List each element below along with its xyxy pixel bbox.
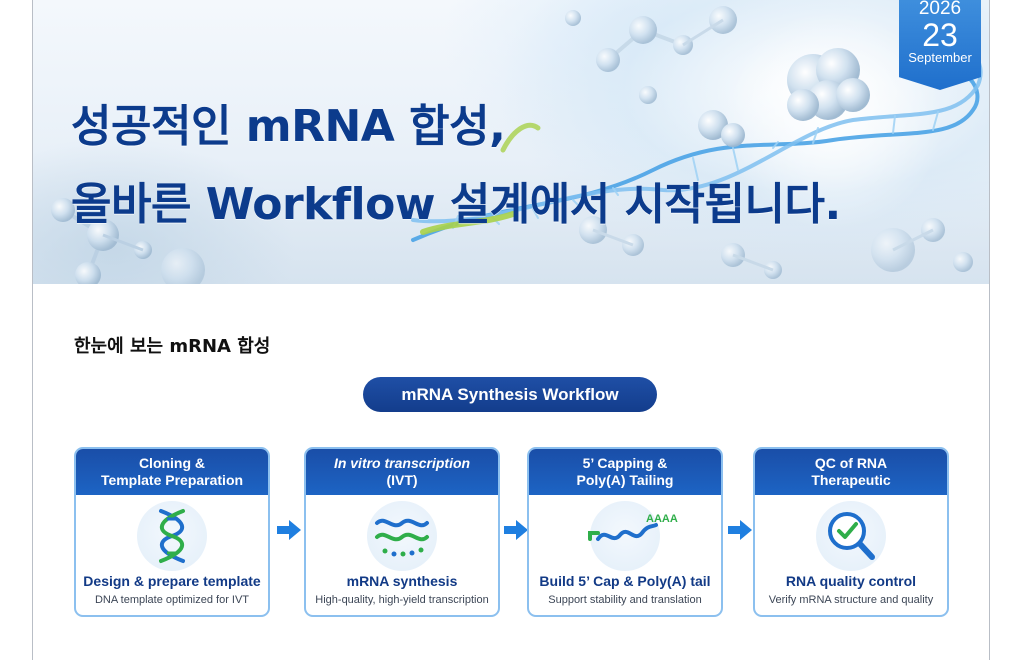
mrna-strands-icon: [367, 501, 437, 571]
step-title: RNA quality control: [785, 573, 917, 589]
step-subtitle: Support stability and translation: [548, 594, 702, 606]
step-header-line1: Cloning &: [138, 455, 206, 471]
hero-banner: 성공적인 mRNA 합성, 올바른 Workflow 설계에서 시작됩니다. 2…: [33, 0, 989, 284]
step-card-cloning: Cloning & Template Preparation Design & …: [74, 447, 270, 617]
section-title: 한눈에 보는 mRNA 합성: [74, 336, 271, 357]
hero-title: 성공적인 mRNA 합성, 올바른 Workflow 설계에서 시작됩니다.: [71, 88, 841, 244]
step-card-header: 5’ Capping & Poly(A) Tailing: [529, 449, 721, 495]
step-card-qc: QC of RNA Therapeutic RNA quality contro…: [753, 447, 949, 617]
date-day: 23: [922, 17, 958, 53]
arrow-right-icon: [728, 520, 752, 540]
step-card-ivt: In vitro transcription (IVT) mRNA synthe…: [304, 447, 500, 617]
date-badge: 2026 23 September: [899, 0, 981, 90]
step-card-header: Cloning & Template Preparation: [76, 449, 268, 495]
step-subtitle: Verify mRNA structure and quality: [768, 594, 934, 606]
poly-a-label: AAAA: [646, 513, 678, 525]
arrow-right-icon: [504, 520, 528, 540]
date-year: 2026: [918, 0, 962, 19]
step-header-line2: Poly(A) Tailing: [576, 472, 674, 488]
step-header-line2: (IVT): [386, 472, 418, 488]
hero-title-line2: 올바른 Workflow 설계에서 시작됩니다.: [71, 179, 841, 230]
step-card-header: In vitro transcription (IVT): [306, 449, 498, 495]
step-header-line1: In vitro transcription: [333, 455, 471, 471]
step-header-line1: QC of RNA: [814, 455, 888, 471]
step-subtitle: DNA template optimized for IVT: [94, 594, 250, 606]
dna-helix-icon: [137, 501, 207, 571]
step-card-capping: 5’ Capping & Poly(A) Tailing AAAA Build …: [527, 447, 723, 617]
capped-mrna-icon: AAAA: [588, 501, 678, 571]
workflow-pill: mRNA Synthesis Workflow: [363, 377, 657, 412]
step-subtitle: High-quality, high-yield transcription: [315, 594, 489, 606]
magnifier-check-icon: [816, 501, 886, 571]
step-header-line2: Template Preparation: [100, 472, 244, 488]
arrow-right-icon: [277, 520, 301, 540]
step-title: Build 5’ Cap & Poly(A) tail: [539, 573, 711, 589]
step-title: Design & prepare template: [83, 573, 261, 589]
dna-molecule-illustration: [51, 6, 983, 284]
date-month: September: [908, 50, 972, 65]
step-header-line1: 5’ Capping &: [582, 455, 668, 471]
step-title: mRNA synthesis: [346, 573, 458, 589]
step-card-header: QC of RNA Therapeutic: [755, 449, 947, 495]
step-header-line2: Therapeutic: [811, 472, 891, 488]
hero-title-line1: 성공적인 mRNA 합성,: [71, 101, 506, 152]
